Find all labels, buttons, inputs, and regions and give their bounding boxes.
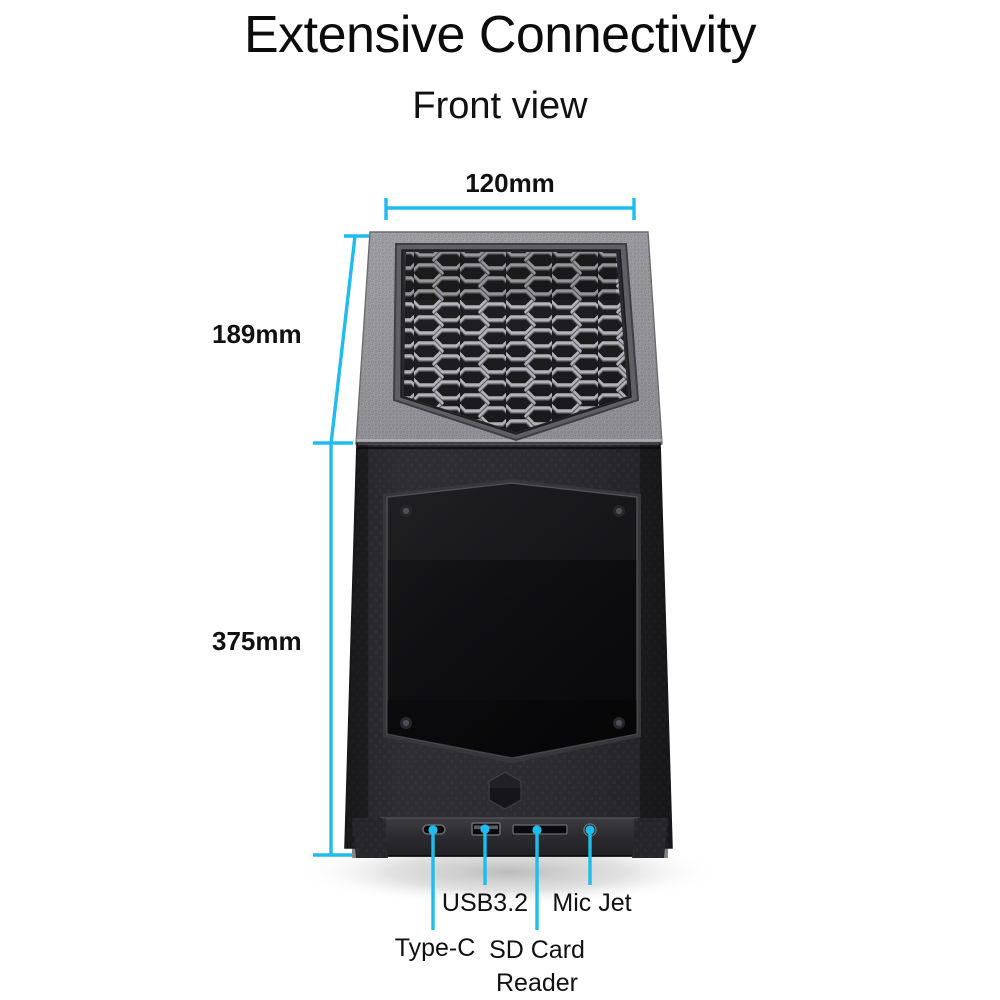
callout-label-usb32: USB3.2 <box>441 889 529 917</box>
callout-label-type-c: Type-C <box>394 934 476 962</box>
dimension-height-189mm <box>329 234 369 445</box>
callout-label-sd-card-reader: SD Card Reader <box>432 934 642 1000</box>
callout-label-sd-line2: Reader <box>496 969 578 997</box>
top-honeycomb-vent <box>404 252 628 432</box>
view-subtitle: Front view <box>412 85 588 127</box>
dimension-height-375mm <box>313 444 352 857</box>
callout-leader-lines <box>431 829 592 930</box>
power-button[interactable] <box>488 771 522 810</box>
callout-label-mic-jet: Mic Jet <box>552 889 632 917</box>
dimension-label-height-top: 189mm <box>212 319 302 349</box>
page-title: Extensive Connectivity <box>243 6 757 64</box>
panel-screws <box>400 505 625 729</box>
callout-contact-dots <box>428 824 595 835</box>
case-feet <box>352 818 668 858</box>
io-port-strip <box>374 817 646 857</box>
dimension-label-height-body: 375mm <box>212 626 302 656</box>
dimension-width-120mm <box>384 198 636 220</box>
dimension-label-width: 120mm <box>465 168 555 198</box>
callout-label-sd-line1: SD Card <box>489 936 585 964</box>
front-hex-panel <box>383 479 641 763</box>
dimension-lines <box>313 198 636 857</box>
